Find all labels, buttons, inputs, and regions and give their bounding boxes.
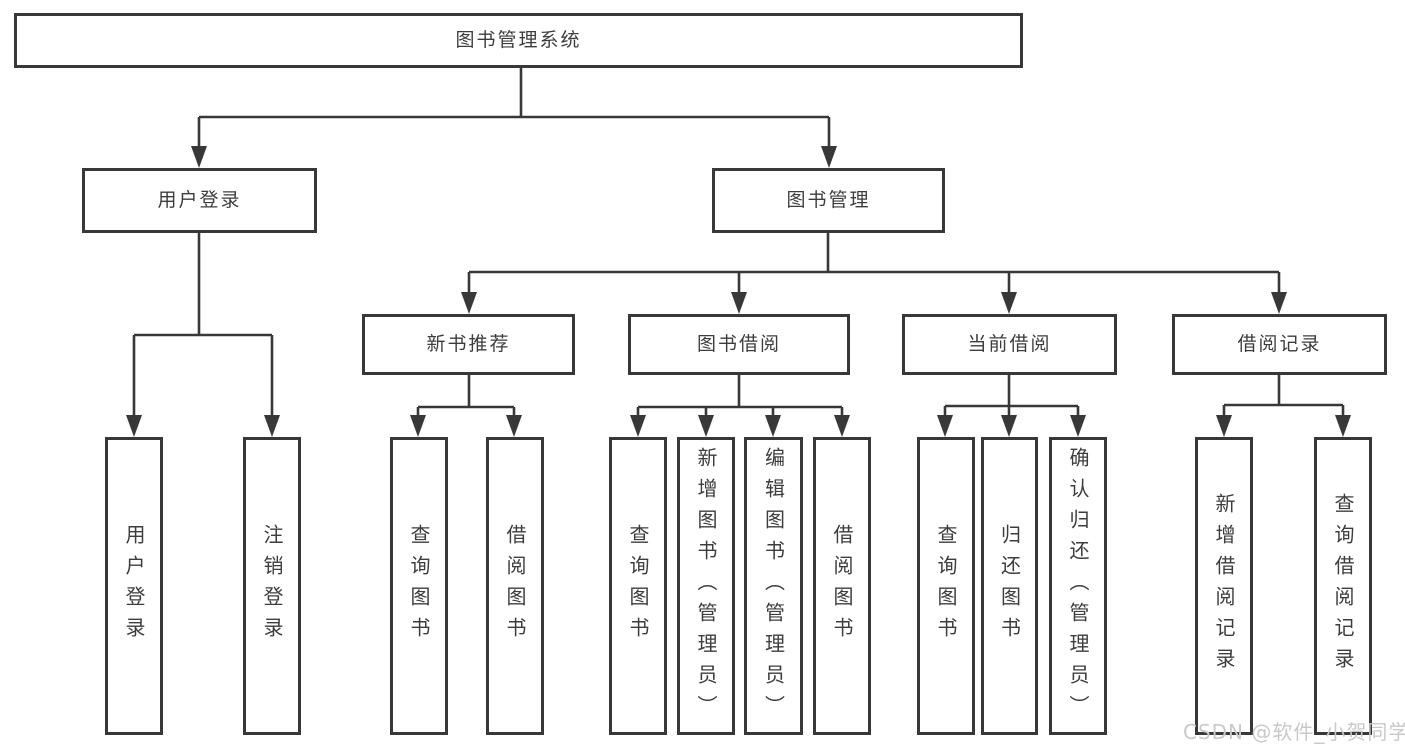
node-borrow-records: 借阅记录 xyxy=(1172,314,1387,375)
leaf-label: 新增图书（管理员） xyxy=(694,446,718,726)
node-label: 新书推荐 xyxy=(426,333,511,355)
node-new-book-recommend: 新书推荐 xyxy=(362,314,575,375)
leaf-current-return-books: 归还图书 xyxy=(981,437,1038,735)
leaf-label: 查询借阅记录 xyxy=(1331,493,1355,679)
node-label: 图书借阅 xyxy=(696,333,781,355)
leaf-label: 归还图书 xyxy=(997,524,1022,648)
node-label: 用户登录 xyxy=(157,189,242,211)
leaf-label: 借阅图书 xyxy=(830,524,854,648)
node-label: 借阅记录 xyxy=(1237,333,1322,355)
leaf-borrow-query-books: 查询图书 xyxy=(609,437,667,735)
node-book-management: 图书管理 xyxy=(712,168,945,233)
leaf-logout: 注销登录 xyxy=(243,437,301,735)
node-library-management-system: 图书管理系统 xyxy=(14,13,1023,68)
csdn-watermark: CSDN @软件_小贺同学 xyxy=(1183,720,1405,744)
node-label: 当前借阅 xyxy=(967,333,1052,355)
leaf-label: 编辑图书（管理员） xyxy=(761,446,786,726)
leaf-label: 确认归还（管理员） xyxy=(1066,446,1090,726)
node-label: 图书管理系统 xyxy=(455,29,582,51)
leaf-label: 查询图书 xyxy=(407,524,431,648)
leaf-label: 注销登录 xyxy=(260,524,284,648)
node-label: 图书管理 xyxy=(786,189,871,211)
leaf-borrow-edit-books-admin: 编辑图书（管理员） xyxy=(744,437,803,735)
leaf-borrow-borrow-books: 借阅图书 xyxy=(813,437,871,735)
leaf-label: 新增借阅记录 xyxy=(1212,493,1236,679)
leaf-records-query-record: 查询借阅记录 xyxy=(1314,437,1372,735)
leaf-label: 用户登录 xyxy=(122,524,146,648)
leaf-borrow-add-books-admin: 新增图书（管理员） xyxy=(677,437,735,735)
node-book-borrow: 图书借阅 xyxy=(628,314,850,375)
node-user-login: 用户登录 xyxy=(82,168,317,233)
leaf-label: 查询图书 xyxy=(934,524,958,648)
node-current-borrow: 当前借阅 xyxy=(902,314,1117,375)
leaf-label: 借阅图书 xyxy=(503,524,527,648)
leaf-newbooks-query-books: 查询图书 xyxy=(390,437,448,735)
leaf-label: 查询图书 xyxy=(626,524,650,648)
leaf-newbooks-borrow-books: 借阅图书 xyxy=(486,437,544,735)
leaf-current-confirm-return-admin: 确认归还（管理员） xyxy=(1049,437,1107,735)
leaf-records-add-record: 新增借阅记录 xyxy=(1195,437,1253,735)
leaf-current-query-books: 查询图书 xyxy=(917,437,975,735)
leaf-user-login: 用户登录 xyxy=(105,437,163,735)
